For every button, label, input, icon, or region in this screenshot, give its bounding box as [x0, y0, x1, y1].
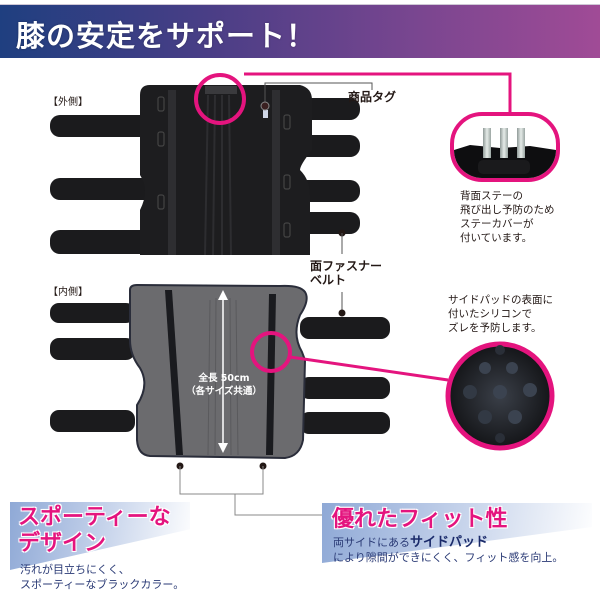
stay-cover-line: 付いています。	[460, 232, 533, 244]
length-annotation: 全長 50cm （各サイズ共通）	[184, 372, 264, 398]
inner-view-label: 【内側】	[48, 287, 88, 298]
silicone-callout: サイドパッドの表面に 付いたシリコンで ズレを予防します。	[448, 293, 553, 335]
outer-brace	[50, 85, 360, 256]
page-title: 膝の安定をサポート！	[16, 19, 317, 53]
inner-brace	[50, 283, 390, 460]
stay-cover-line: ステーカバーが	[460, 218, 534, 230]
stay-cover-line: 飛び出し予防のため	[460, 204, 555, 216]
silicone-zoom	[445, 341, 555, 451]
length-note: （各サイズ共通）	[186, 386, 262, 397]
fit-feature-desc: 両サイドにあるサイドパッド により隙間ができにくく、フィット感を向上。	[333, 535, 563, 565]
fastener-belt-label: 面ファスナー ベルト	[310, 259, 382, 287]
stay-highlight-circle	[194, 73, 246, 125]
fit-desc-line2: により隙間ができにくく、フィット感を向上。	[333, 551, 564, 564]
fit-desc-line1: 両サイドにあるサイドパッド	[333, 535, 563, 550]
silicone-line: ズレを予防します。	[448, 322, 542, 334]
fit-desc-prefix: 両サイドにある	[333, 536, 410, 549]
silicone-highlight-circle	[250, 331, 292, 373]
product-tag-label: 商品タグ	[348, 90, 397, 104]
fit-desc-bold: サイドパッド	[410, 535, 489, 550]
fastener-belt-line: 面ファスナー	[310, 259, 383, 273]
fastener-belt-line: ベルト	[310, 273, 347, 287]
silicone-line: サイドパッドの表面に	[448, 294, 553, 306]
length-value: 全長 50cm	[198, 373, 250, 384]
stay-cover-zoom	[450, 112, 560, 182]
sporty-desc-line: スポーティーなブラックカラー。	[20, 578, 185, 591]
sporty-desc-line: 汚れが目立ちにくく、	[20, 563, 130, 576]
stay-cover-callout: 背面ステーの 飛び出し予防のため ステーカバーが 付いています。	[460, 189, 555, 245]
sporty-feature-desc: 汚れが目立ちにくく、 スポーティーなブラックカラー。	[20, 562, 184, 592]
silicone-line: 付いたシリコンで	[448, 308, 532, 320]
sporty-title-line: デザイン	[18, 531, 107, 556]
sporty-feature-title: スポーティーな デザイン	[18, 505, 171, 557]
fit-feature-title: 優れたフィット性	[332, 507, 508, 532]
stay-cover-line: 背面ステーの	[460, 190, 523, 202]
outer-view-label: 【外側】	[48, 97, 88, 108]
header-banner: 膝の安定をサポート！	[0, 4, 600, 58]
sporty-title-line: スポーティーな	[18, 505, 171, 530]
